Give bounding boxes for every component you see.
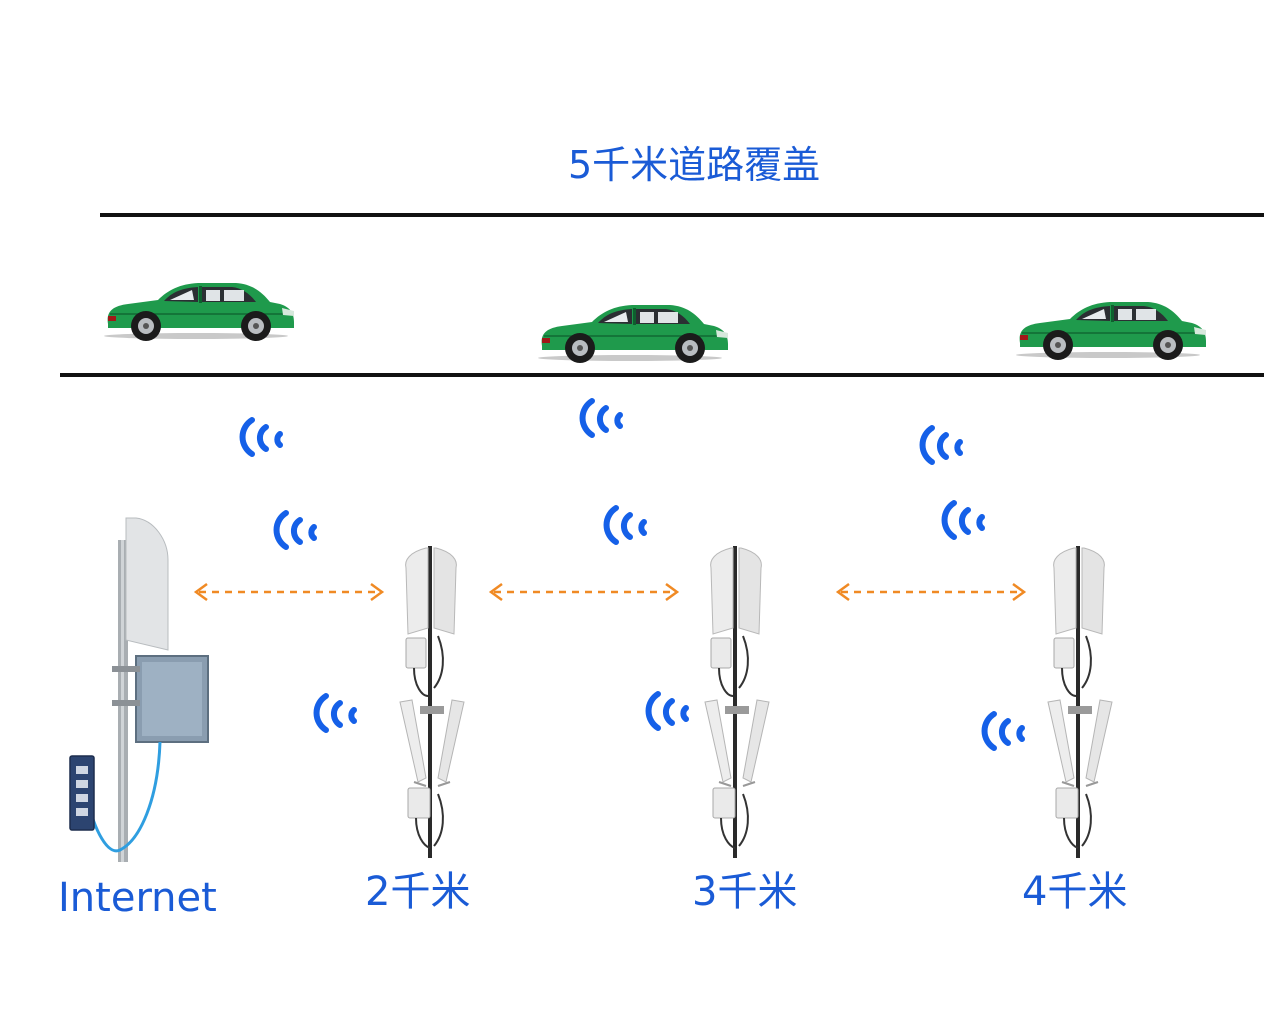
diagram-title: 5千米道路覆盖: [568, 143, 821, 187]
station-label-internet: Internet: [58, 875, 217, 921]
station-label-2km: 2千米: [365, 869, 471, 915]
wifi-signal-icon: [985, 714, 1022, 748]
car-icon: [103, 282, 295, 342]
wifi-signal-icon: [945, 503, 982, 537]
gateway-tower-icon: [69, 517, 209, 862]
wifi-signal-icon: [923, 428, 960, 462]
wifi-signal-icon: [607, 508, 644, 542]
relay-tower-icon: [399, 545, 465, 859]
bidirectional-arrow-icon: [489, 582, 679, 602]
relay-tower-icon: [1047, 545, 1113, 859]
station-label-3km: 3千米: [692, 869, 798, 915]
bidirectional-arrow-icon: [194, 582, 384, 602]
wifi-signal-icon: [243, 420, 280, 454]
wifi-signal-icon: [649, 694, 686, 728]
relay-tower-icon: [704, 545, 770, 859]
wifi-signal-icon: [317, 696, 354, 730]
wifi-signal-icon: [583, 401, 620, 435]
car-icon: [537, 304, 729, 364]
bidirectional-arrow-icon: [836, 582, 1026, 602]
station-label-4km: 4千米: [1022, 869, 1128, 915]
car-icon: [1015, 301, 1207, 361]
wifi-signal-icon: [277, 513, 314, 547]
